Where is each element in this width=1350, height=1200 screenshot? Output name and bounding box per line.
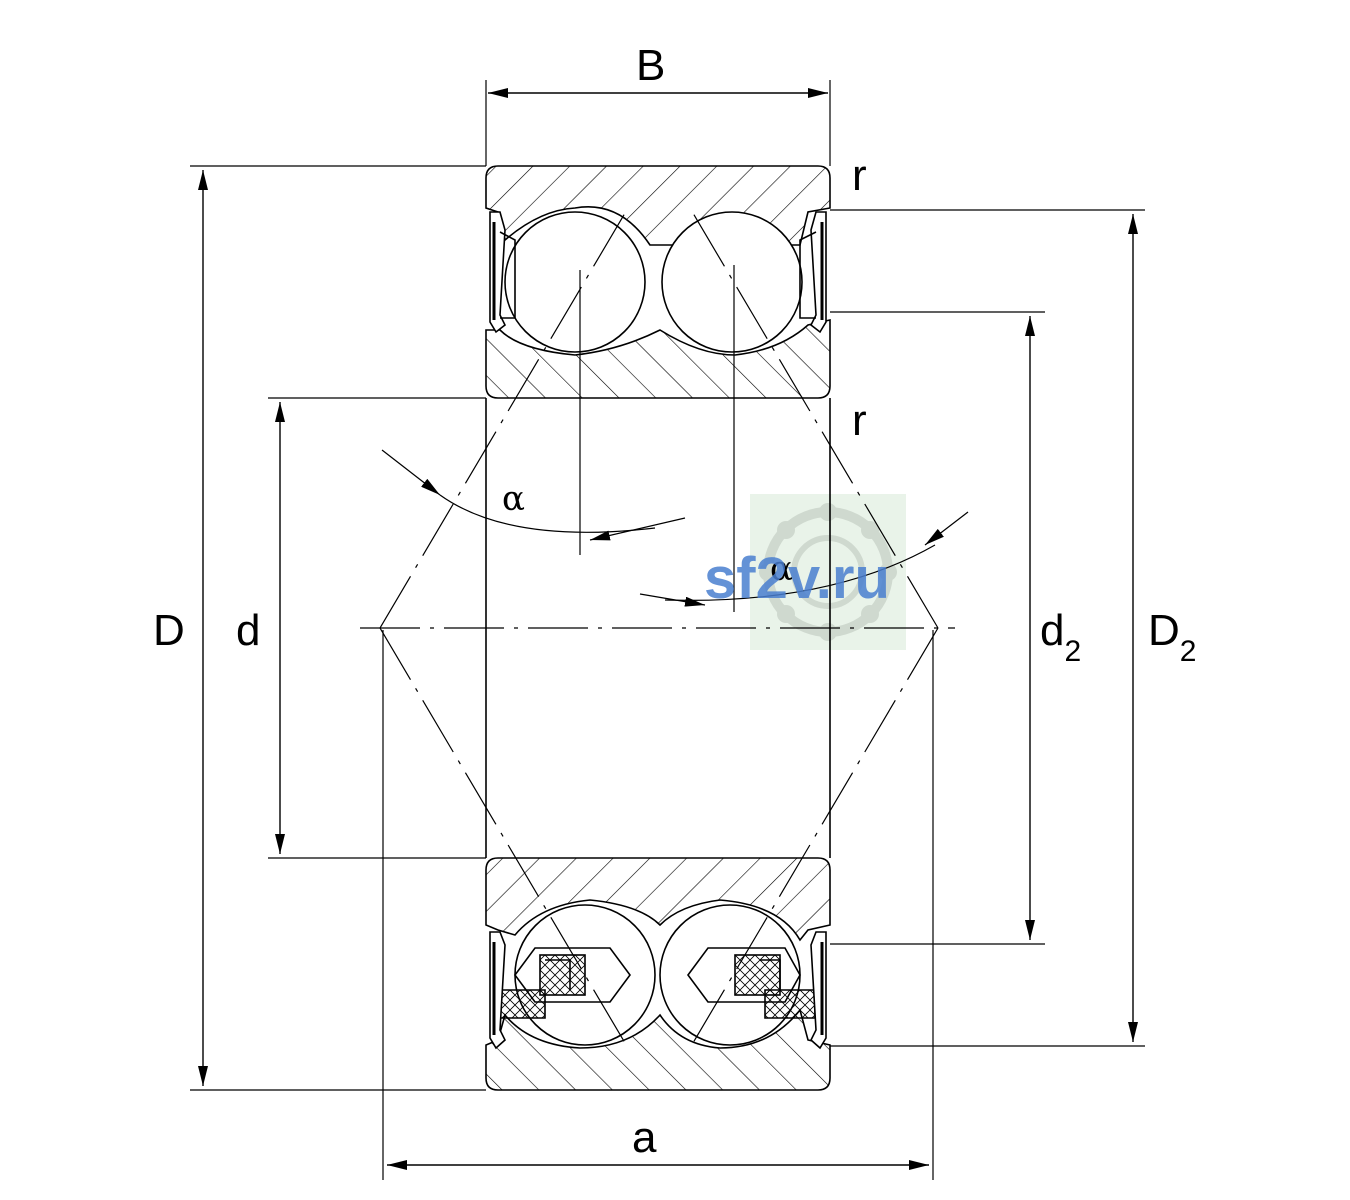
seal-upper-right	[809, 211, 827, 334]
label-d: d	[236, 606, 260, 655]
ball-upper-right	[661, 211, 803, 353]
label-a: a	[632, 1113, 657, 1162]
contact-line-upper-left	[379, 207, 629, 629]
lower-inner-ring	[485, 857, 831, 942]
angle-arc-left	[439, 494, 656, 533]
contact-line-upper-right	[689, 207, 939, 629]
label-r-top: r	[852, 151, 867, 200]
label-D2: D2	[1148, 606, 1196, 668]
label-d2: d2	[1040, 606, 1081, 668]
label-B: B	[636, 41, 665, 90]
label-alpha-left: α	[502, 479, 525, 519]
seal-lower-right	[810, 931, 827, 1050]
contact-line-lower-left	[379, 627, 629, 1049]
label-r-mid: r	[852, 396, 867, 445]
contact-line-lower-right	[689, 627, 939, 1049]
angle-arc-right	[664, 544, 936, 601]
label-D: D	[153, 606, 185, 655]
watermark	[750, 494, 906, 650]
cage-fill-left	[539, 954, 586, 996]
cage-fill-right	[734, 954, 781, 996]
ball-upper-left	[504, 211, 646, 353]
watermark-text: sf2v.ru	[704, 546, 890, 611]
label-alpha-right: α	[770, 549, 793, 589]
upper-inner-ring	[485, 318, 831, 399]
seal-upper-left	[489, 211, 507, 334]
